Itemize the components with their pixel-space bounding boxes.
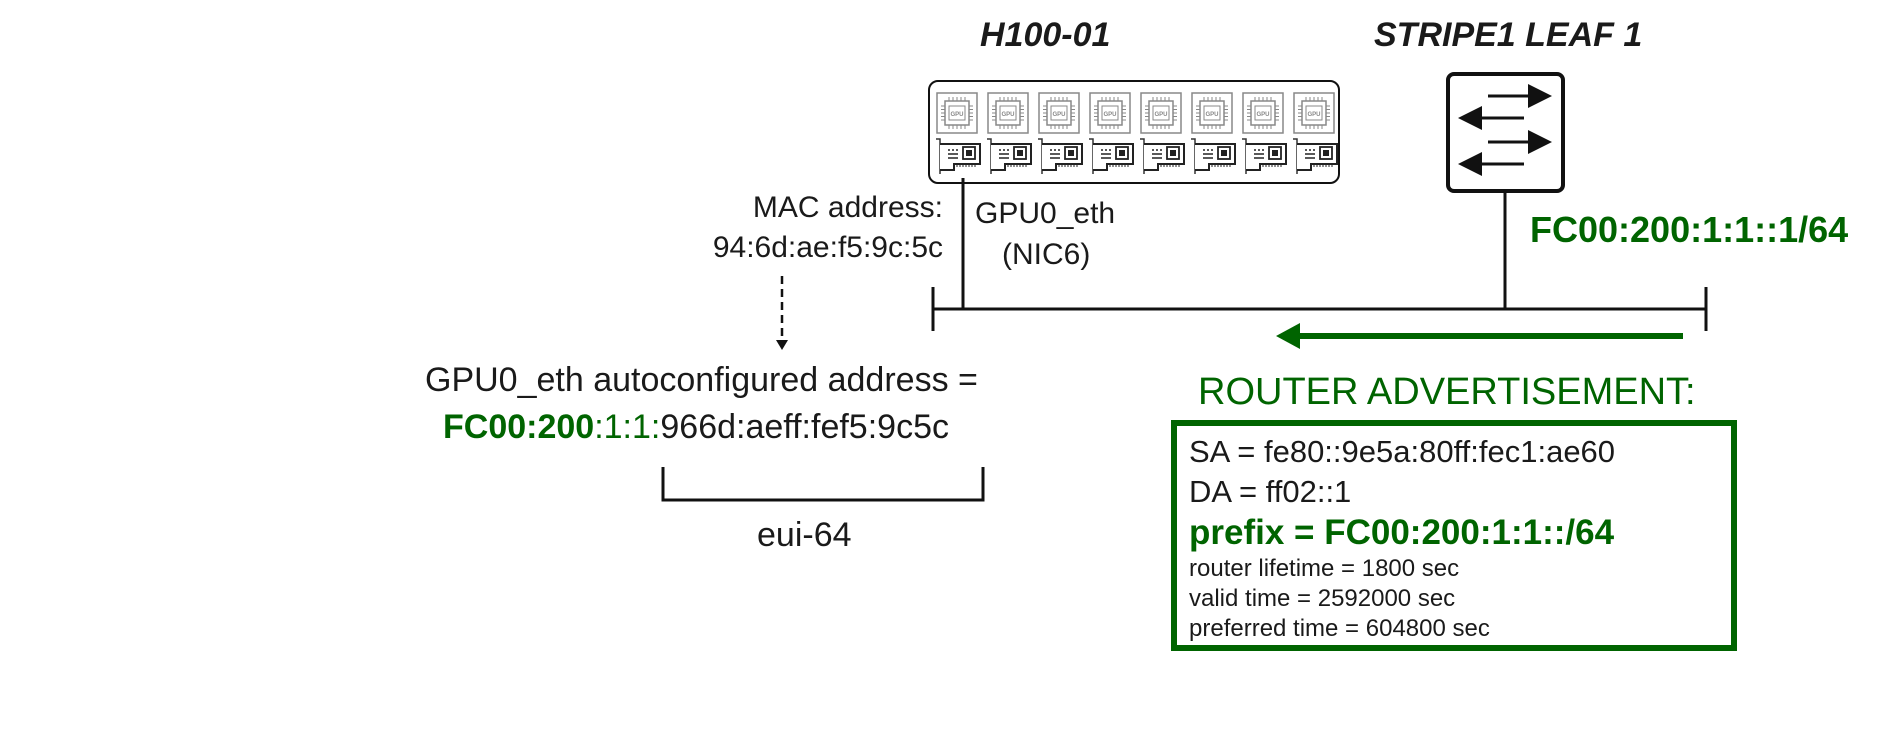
autoconfig-address: FC00:200:1:1:966d:aeff:fef5:9c5c (443, 407, 949, 447)
svg-text:GPU: GPU (1205, 112, 1218, 118)
gpu-icon: GPU (1242, 92, 1284, 134)
gpu-nic-array: GPU GPU GPU GPU GPU GPU GPU GPU (936, 92, 1338, 174)
mac-arrow-head (776, 340, 788, 350)
gpu-icon: GPU (987, 92, 1029, 134)
eui64-label: eui-64 (757, 516, 852, 554)
nic-card-icon (1038, 138, 1083, 174)
address-prefix-regular: :1:1: (594, 408, 661, 446)
gpu-icon: GPU (1293, 92, 1335, 134)
switch-arrows-icon (1458, 84, 1552, 176)
mac-label: MAC address: (752, 191, 943, 224)
ra-preferred-time: preferred time = 604800 sec (1189, 615, 1490, 642)
nic-card-icon (1293, 138, 1338, 174)
ra-prefix: prefix = FC00:200:1:1::/64 (1189, 513, 1615, 552)
nic-card-icon (1140, 138, 1185, 174)
svg-text:GPU: GPU (950, 112, 963, 118)
server-chassis[interactable]: GPU GPU GPU GPU GPU GPU GPU GPU (928, 80, 1340, 184)
ra-arrow-head (1276, 323, 1300, 349)
gpu-icon: GPU (1191, 92, 1233, 134)
address-interface-id: 966d:aeff:fef5:9c5c (660, 408, 949, 446)
svg-text:GPU: GPU (1307, 112, 1320, 118)
gpu-icon: GPU (1038, 92, 1080, 134)
switch-title: STRIPE1 LEAF 1 (1374, 16, 1643, 54)
mac-value: 94:6d:ae:f5:9c:5c (712, 231, 943, 264)
svg-text:GPU: GPU (1154, 112, 1167, 118)
autoconfig-heading: GPU0_eth autoconfigured address = (425, 361, 978, 399)
ra-valid-time: valid time = 2592000 sec (1189, 585, 1456, 612)
nic-card-icon (1242, 138, 1287, 174)
gpu-icon: GPU (936, 92, 978, 134)
eui64-bracket (661, 467, 985, 502)
ra-source-address: SA = fe80::9e5a:80ff:fec1:ae60 (1189, 434, 1616, 469)
address-prefix-bold: FC00:200 (443, 408, 595, 446)
nic-card-icon (1089, 138, 1134, 174)
ra-destination-address: DA = ff02::1 (1189, 474, 1352, 509)
nic-card-icon (936, 138, 981, 174)
svg-text:GPU: GPU (1052, 112, 1065, 118)
nic-sub-label: (NIC6) (1002, 238, 1091, 271)
leaf-switch[interactable] (1446, 72, 1565, 193)
gpu-icon: GPU (1140, 92, 1182, 134)
nic-card-icon (1191, 138, 1236, 174)
server-title: H100-01 (980, 16, 1111, 54)
nic-card-icon (987, 138, 1032, 174)
ra-details-box: SA = fe80::9e5a:80ff:fec1:ae60 DA = ff02… (1171, 420, 1737, 651)
svg-text:GPU: GPU (1001, 112, 1014, 118)
svg-text:GPU: GPU (1256, 112, 1269, 118)
ra-router-lifetime: router lifetime = 1800 sec (1189, 555, 1460, 582)
ra-title: ROUTER ADVERTISEMENT: (1198, 371, 1696, 413)
switch-interface-address: FC00:200:1:1::1/64 (1530, 209, 1849, 250)
gpu-icon: GPU (1089, 92, 1131, 134)
svg-text:GPU: GPU (1103, 112, 1116, 118)
nic-name: GPU0_eth (975, 197, 1116, 230)
